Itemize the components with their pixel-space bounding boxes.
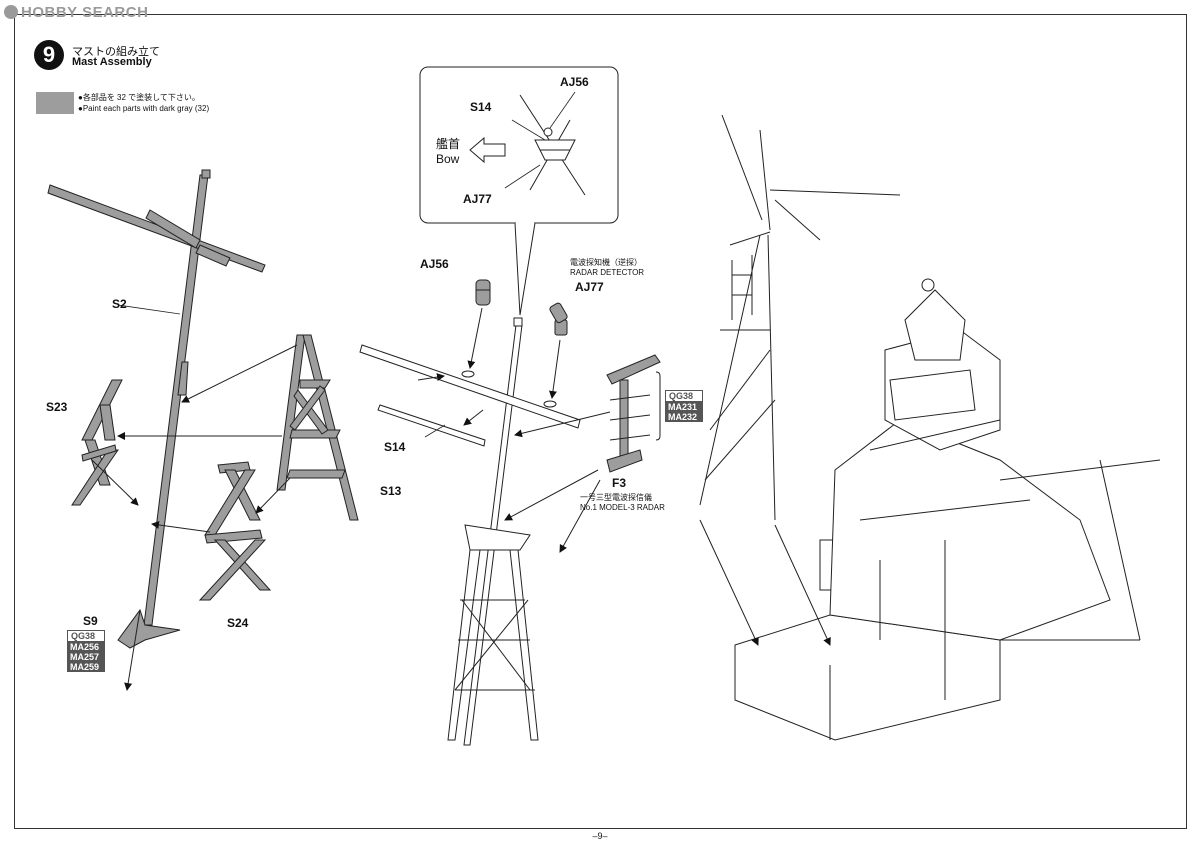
part-s24 <box>198 461 272 601</box>
label-f3: F3 <box>612 476 627 490</box>
page-number: –9– <box>592 831 608 841</box>
paint-note-en: ●Paint each parts with dark gray (32) <box>78 104 210 113</box>
radar-label-jp: 一号三型電波探信儀 <box>580 493 652 502</box>
label-aj56: AJ56 <box>420 257 449 271</box>
label-s9: S9 <box>83 614 98 628</box>
label-s13: S13 <box>380 484 402 498</box>
f3-code-list: QG38 MA231 MA232 <box>665 390 703 422</box>
label-s14: S14 <box>384 440 406 454</box>
part-f3-radar <box>606 354 661 473</box>
detail-label-aj56: AJ56 <box>560 75 589 89</box>
watermark-logo-icon <box>4 5 18 19</box>
page-border <box>14 14 1187 829</box>
label-aj77: AJ77 <box>575 280 604 294</box>
paint-swatch <box>36 92 74 114</box>
s9-code: MA257 <box>67 652 105 662</box>
s9-code-list: QG38 MA256 MA257 MA259 <box>67 630 105 672</box>
radar-label-en: No.1 MODEL-3 RADAR <box>580 503 665 512</box>
bow-label-jp: 艦首 <box>436 137 461 151</box>
label-s24: S24 <box>227 616 249 630</box>
part-s2-mast <box>47 169 266 626</box>
step-title-jp: マストの組み立て <box>72 46 160 58</box>
assembled-mast <box>699 114 901 521</box>
part-s23 <box>71 379 123 506</box>
detail-mast-topview <box>519 94 586 196</box>
s9-code: MA259 <box>67 662 105 672</box>
ship-superstructure <box>734 278 1161 741</box>
part-aj56 <box>475 279 491 306</box>
f3-code: MA232 <box>665 412 703 422</box>
radar-detector-jp: 電波探知機（逆探） <box>570 258 642 267</box>
s9-code: MA256 <box>67 642 105 652</box>
bow-label-en: Bow <box>436 152 460 166</box>
part-aj77 <box>549 302 568 336</box>
watermark-text: HOBBY SEARCH <box>21 4 149 21</box>
s9-code: QG38 <box>67 630 105 642</box>
bow-arrow-icon <box>469 136 506 164</box>
middle-mast <box>359 317 581 746</box>
watermark: HOBBY SEARCH <box>4 4 148 21</box>
detail-label-aj77: AJ77 <box>463 192 492 206</box>
f3-code: QG38 <box>665 390 703 402</box>
label-s23: S23 <box>46 400 68 414</box>
step-number: 9 <box>34 40 64 70</box>
label-s2: S2 <box>112 297 127 311</box>
paint-note-jp: ●各部品を 32 で塗装して下さい。 <box>78 93 200 102</box>
step-title-en: Mast Assembly <box>72 56 152 68</box>
detail-label-s14: S14 <box>470 100 492 114</box>
f3-code: MA231 <box>665 402 703 412</box>
part-s13 <box>276 334 359 521</box>
radar-detector-en: RADAR DETECTOR <box>570 268 645 277</box>
